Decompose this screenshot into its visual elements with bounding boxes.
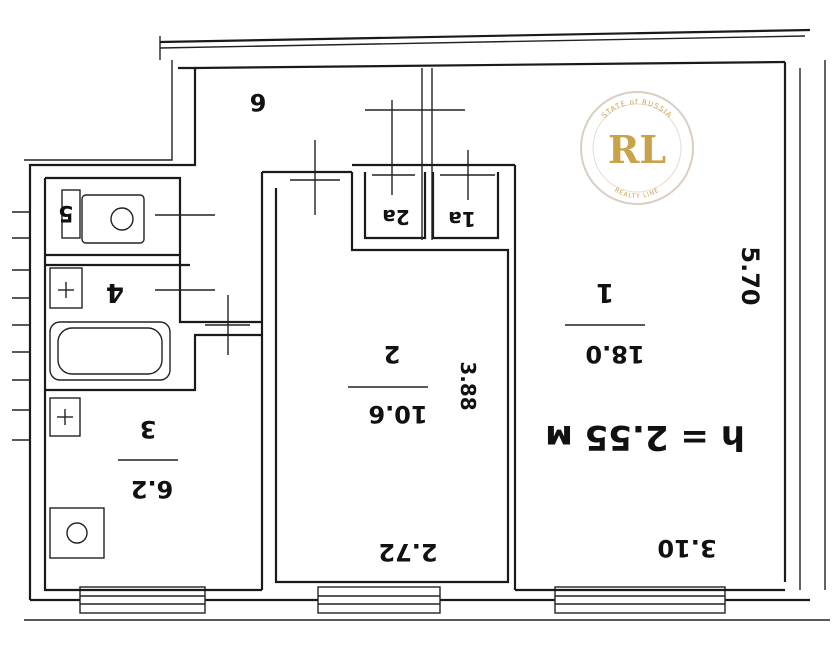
toilet-icon bbox=[61, 189, 145, 244]
room-2a-number: 2a bbox=[382, 205, 409, 229]
room-1-width: 3.10 bbox=[657, 534, 716, 562]
room-2-number: 2 bbox=[384, 340, 401, 368]
dimensions: 3.10 5.70 2.72 3.88 h = 2.55 м bbox=[378, 246, 764, 566]
outer-walls bbox=[24, 28, 830, 621]
windows bbox=[79, 586, 726, 614]
logo-monogram: RL bbox=[608, 127, 666, 172]
bathtub-icon bbox=[49, 321, 171, 381]
fixtures bbox=[49, 189, 171, 559]
room-4-number: 4 bbox=[106, 277, 124, 307]
room-2-width: 2.72 bbox=[378, 538, 437, 566]
room-1-number: 1 bbox=[596, 277, 614, 307]
room-labels: 1 18.0 2 10.6 3 6.2 4 5 6 1a 2a bbox=[58, 88, 645, 503]
interior-walls bbox=[43, 68, 785, 592]
ceiling-height: h = 2.55 м bbox=[545, 417, 745, 457]
kitchen-sink-icon bbox=[49, 397, 81, 437]
room-1-area: 18.0 bbox=[585, 340, 644, 368]
room-2-area: 10.6 bbox=[368, 400, 427, 428]
room-6-number: 6 bbox=[250, 88, 267, 116]
room-1a-number: 1a bbox=[448, 207, 475, 231]
stove-icon bbox=[49, 507, 105, 559]
room-5-number: 5 bbox=[58, 200, 73, 225]
room-3-number: 3 bbox=[140, 415, 157, 443]
room-1-length: 5.70 bbox=[736, 246, 764, 305]
room-3-area: 6.2 bbox=[131, 475, 174, 503]
grid-ticks bbox=[12, 100, 495, 441]
sink-icon bbox=[49, 267, 83, 309]
room-2-length: 3.88 bbox=[456, 361, 480, 410]
realty-logo: STATE of RUSSIA RL REALTY LINE bbox=[580, 91, 694, 205]
